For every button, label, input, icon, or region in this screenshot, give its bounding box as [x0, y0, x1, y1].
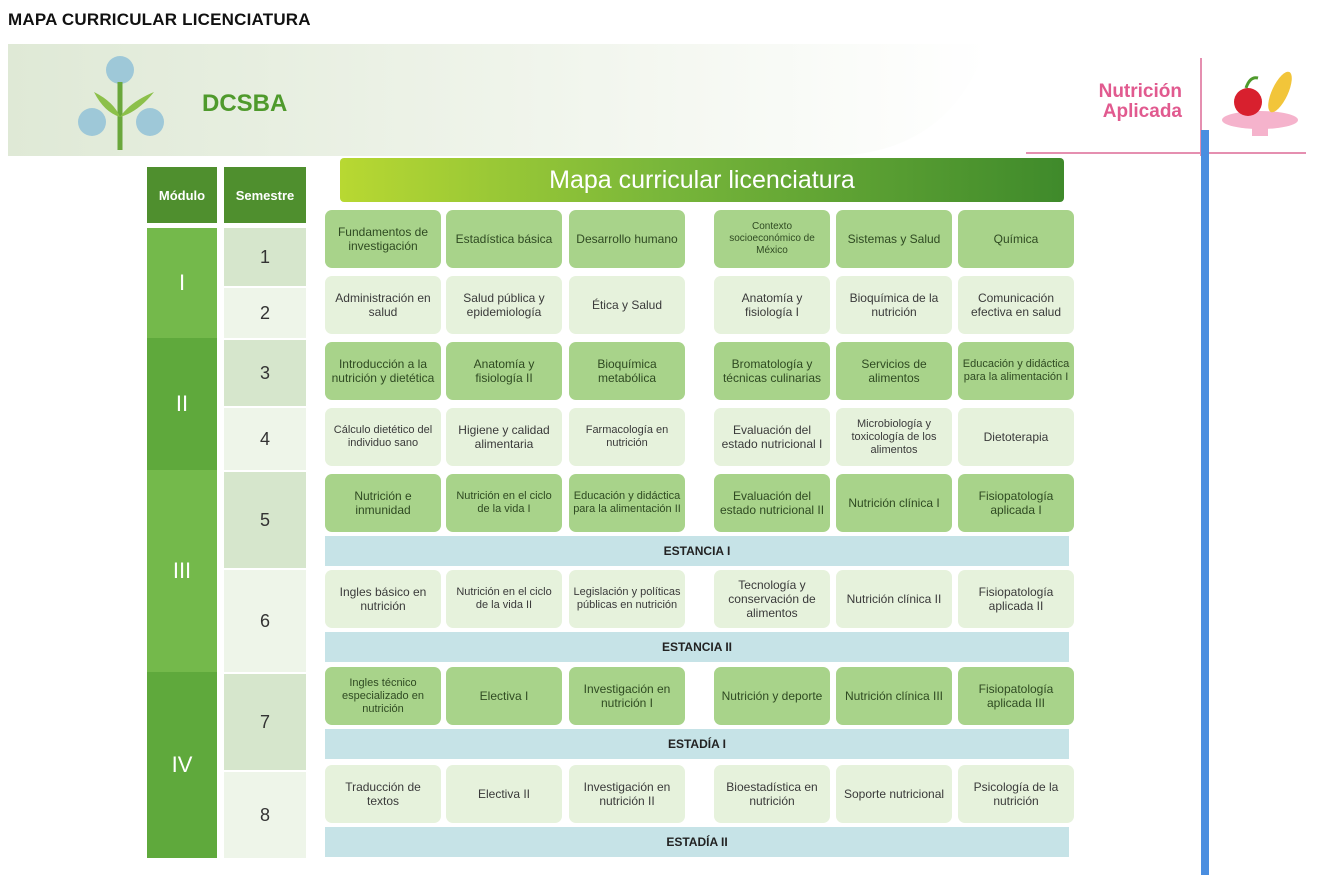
course-cell: Contexto socioeconómico de México [714, 210, 830, 268]
course-cell: Fisiopatología aplicada I [958, 474, 1074, 532]
course-cell: Anatomía y fisiología II [446, 342, 562, 400]
course-cell: Estadística básica [446, 210, 562, 268]
course-cell: Ingles básico en nutrición [325, 570, 441, 628]
internship-band: ESTADÍA I [325, 729, 1069, 759]
fruit-bowl-icon [1222, 71, 1298, 136]
course-cell: Higiene y calidad alimentaria [446, 408, 562, 466]
course-cell: Tecnología y conservación de alimentos [714, 570, 830, 628]
course-cell: Bioquímica metabólica [569, 342, 685, 400]
course-cell: Nutrición clínica I [836, 474, 952, 532]
course-cell: Anatomía y fisiología I [714, 276, 830, 334]
course-cell: Sistemas y Salud [836, 210, 952, 268]
module-3: III [147, 470, 217, 672]
course-cell: Servicios de alimentos [836, 342, 952, 400]
course-cell: Investigación en nutrición I [569, 667, 685, 725]
course-cell: Evaluación del estado nutricional II [714, 474, 830, 532]
course-cell: Fundamentos de investigación [325, 210, 441, 268]
course-cell: Administración en salud [325, 276, 441, 334]
brand-title: Nutrición Aplicada [1062, 82, 1182, 122]
course-cell: Dietoterapia [958, 408, 1074, 466]
course-cell: Investigación en nutrición II [569, 765, 685, 823]
semester-5: 5 [224, 472, 306, 568]
course-cell: Bioestadística en nutrición [714, 765, 830, 823]
course-cell: Legislación y políticas públicas en nutr… [569, 570, 685, 628]
side-accent-bar [1201, 130, 1209, 875]
module-column-header: Módulo [147, 167, 217, 223]
course-cell: Nutrición clínica III [836, 667, 952, 725]
course-cell: Nutrición en el ciclo de la vida I [446, 474, 562, 532]
course-cell: Soporte nutricional [836, 765, 952, 823]
semester-2: 2 [224, 288, 306, 338]
course-cell: Ética y Salud [569, 276, 685, 334]
course-cell: Bioquímica de la nutrición [836, 276, 952, 334]
course-cell: Introducción a la nutrición y dietética [325, 342, 441, 400]
course-cell: Farmacología en nutrición [569, 408, 685, 466]
internship-band: ESTANCIA II [325, 632, 1069, 662]
course-cell: Nutrición y deporte [714, 667, 830, 725]
module-1: I [147, 228, 217, 338]
header-banner [8, 44, 988, 156]
course-cell: Educación y didáctica para la alimentaci… [569, 474, 685, 532]
course-cell: Cálculo dietético del individuo sano [325, 408, 441, 466]
semester-column-header: Semestre [224, 167, 306, 223]
course-cell: Comunicación efectiva en salud [958, 276, 1074, 334]
course-cell: Traducción de textos [325, 765, 441, 823]
semester-4: 4 [224, 408, 306, 470]
dcsba-logo-icon [78, 56, 164, 150]
brand-separator [1200, 58, 1202, 156]
brand-line-1: Nutrición [1098, 81, 1182, 102]
brand-line-2: Aplicada [1102, 101, 1182, 122]
semester-8: 8 [224, 772, 306, 858]
page-title: MAPA CURRICULAR LICENCIATURA [8, 10, 311, 29]
module-4: IV [147, 672, 217, 858]
course-cell: Nutrición clínica II [836, 570, 952, 628]
course-cell: Nutrición e inmunidad [325, 474, 441, 532]
map-title: Mapa curricular licenciatura [340, 158, 1064, 202]
course-cell: Desarrollo humano [569, 210, 685, 268]
course-cell: Microbiología y toxicología de los alime… [836, 408, 952, 466]
course-cell: Bromatología y técnicas culinarias [714, 342, 830, 400]
course-cell: Electiva I [446, 667, 562, 725]
semester-6: 6 [224, 570, 306, 672]
semester-7: 7 [224, 674, 306, 770]
institution-name: DCSBA [202, 90, 288, 117]
course-cell: Salud pública y epidemiología [446, 276, 562, 334]
module-2: II [147, 338, 217, 470]
semester-3: 3 [224, 340, 306, 406]
course-cell: Ingles técnico especializado en nutrició… [325, 667, 441, 725]
course-cell: Evaluación del estado nutricional I [714, 408, 830, 466]
course-cell: Psicología de la nutrición [958, 765, 1074, 823]
course-cell: Nutrición en el ciclo de la vida II [446, 570, 562, 628]
internship-band: ESTADÍA II [325, 827, 1069, 857]
course-cell: Fisiopatología aplicada II [958, 570, 1074, 628]
course-cell: Educación y didáctica para la alimentaci… [958, 342, 1074, 400]
semester-1: 1 [224, 228, 306, 286]
brand-underline [1026, 152, 1306, 154]
course-cell: Fisiopatología aplicada III [958, 667, 1074, 725]
course-cell: Química [958, 210, 1074, 268]
course-cell: Electiva II [446, 765, 562, 823]
internship-band: ESTANCIA I [325, 536, 1069, 566]
